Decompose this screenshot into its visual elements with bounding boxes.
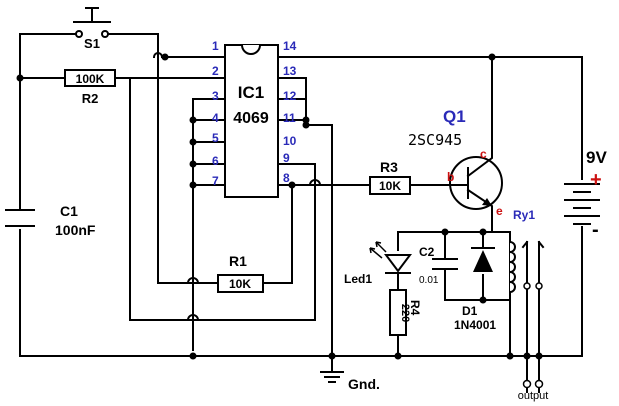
transistor-q1: Q1 2SC945 b c e xyxy=(408,107,503,218)
output-label: output xyxy=(518,390,549,402)
pin-number: 11 xyxy=(283,111,296,125)
pin-number: 1 xyxy=(212,39,219,53)
pin-number: 6 xyxy=(212,154,219,168)
ic1-label: IC1 xyxy=(238,83,264,102)
r1-label: R1 xyxy=(229,253,247,269)
capacitor-c1: C1 100nF xyxy=(5,203,96,238)
r2-value: 100K xyxy=(76,72,105,86)
q1-label: Q1 xyxy=(443,107,466,126)
battery-minus-sign: - xyxy=(592,219,599,241)
r3-value: 10K xyxy=(379,179,401,193)
resistor-r4: 220 R4 xyxy=(389,289,422,336)
pin-number: 14 xyxy=(283,39,297,53)
d1-label: D1 xyxy=(462,304,478,318)
ic1-chip: IC1 4069 xyxy=(224,44,279,198)
q1-emitter-label: e xyxy=(496,204,503,218)
ic1-part: 4069 xyxy=(233,110,269,127)
pin-number: 7 xyxy=(212,174,219,188)
switch-s1: S1 xyxy=(71,7,115,51)
c2-value: 0.01 xyxy=(419,275,439,286)
r4-label: R4 xyxy=(408,300,422,316)
diode-d1: D1 1N4001 xyxy=(454,247,496,332)
d1-part: 1N4001 xyxy=(454,318,496,332)
q1-collector-label: c xyxy=(480,147,487,161)
battery-voltage: 9V xyxy=(586,148,607,167)
pin-number: 9 xyxy=(283,151,290,165)
q1-base-label: b xyxy=(447,170,454,184)
q1-part: 2SC945 xyxy=(408,131,462,149)
junction-dots xyxy=(16,53,543,360)
c2-label: C2 xyxy=(419,245,435,259)
led1-label: Led1 xyxy=(344,272,372,286)
r1-value: 10K xyxy=(229,277,251,291)
pin-number: 8 xyxy=(283,171,290,185)
r2-label: R2 xyxy=(82,91,99,106)
battery-plus-sign: + xyxy=(590,169,602,191)
gnd-label: Gnd. xyxy=(348,376,380,392)
s1-label: S1 xyxy=(84,36,100,51)
relay-ry1: Ry1 xyxy=(509,208,545,293)
r3-label: R3 xyxy=(380,159,398,175)
battery-9v: 9V + - xyxy=(560,148,607,241)
pin-number: 3 xyxy=(212,89,219,103)
resistor-r2: 100K R2 xyxy=(64,69,116,106)
resistor-r3: R3 10K xyxy=(369,159,411,195)
pin-number: 10 xyxy=(283,134,297,148)
ground-symbol: Gnd. xyxy=(320,371,380,392)
r4-value: 220 xyxy=(399,304,411,322)
wires xyxy=(19,33,583,393)
pin-number: 12 xyxy=(283,89,297,103)
led-led1: Led1 xyxy=(344,241,412,286)
pin-number: 4 xyxy=(212,111,219,125)
c1-value: 100nF xyxy=(55,222,96,238)
output-terminals: output xyxy=(518,379,549,402)
pin-number: 2 xyxy=(212,64,219,78)
ic1-pin-numbers: 1 2 3 4 5 6 7 14 13 12 11 10 9 8 xyxy=(212,39,297,188)
resistor-r1: R1 10K xyxy=(217,253,264,293)
capacitor-c2: C2 0.01 xyxy=(419,245,458,286)
pin-number: 5 xyxy=(212,131,219,145)
ry1-label: Ry1 xyxy=(513,208,535,222)
pin-number: 13 xyxy=(283,64,297,78)
c1-label: C1 xyxy=(60,203,78,219)
